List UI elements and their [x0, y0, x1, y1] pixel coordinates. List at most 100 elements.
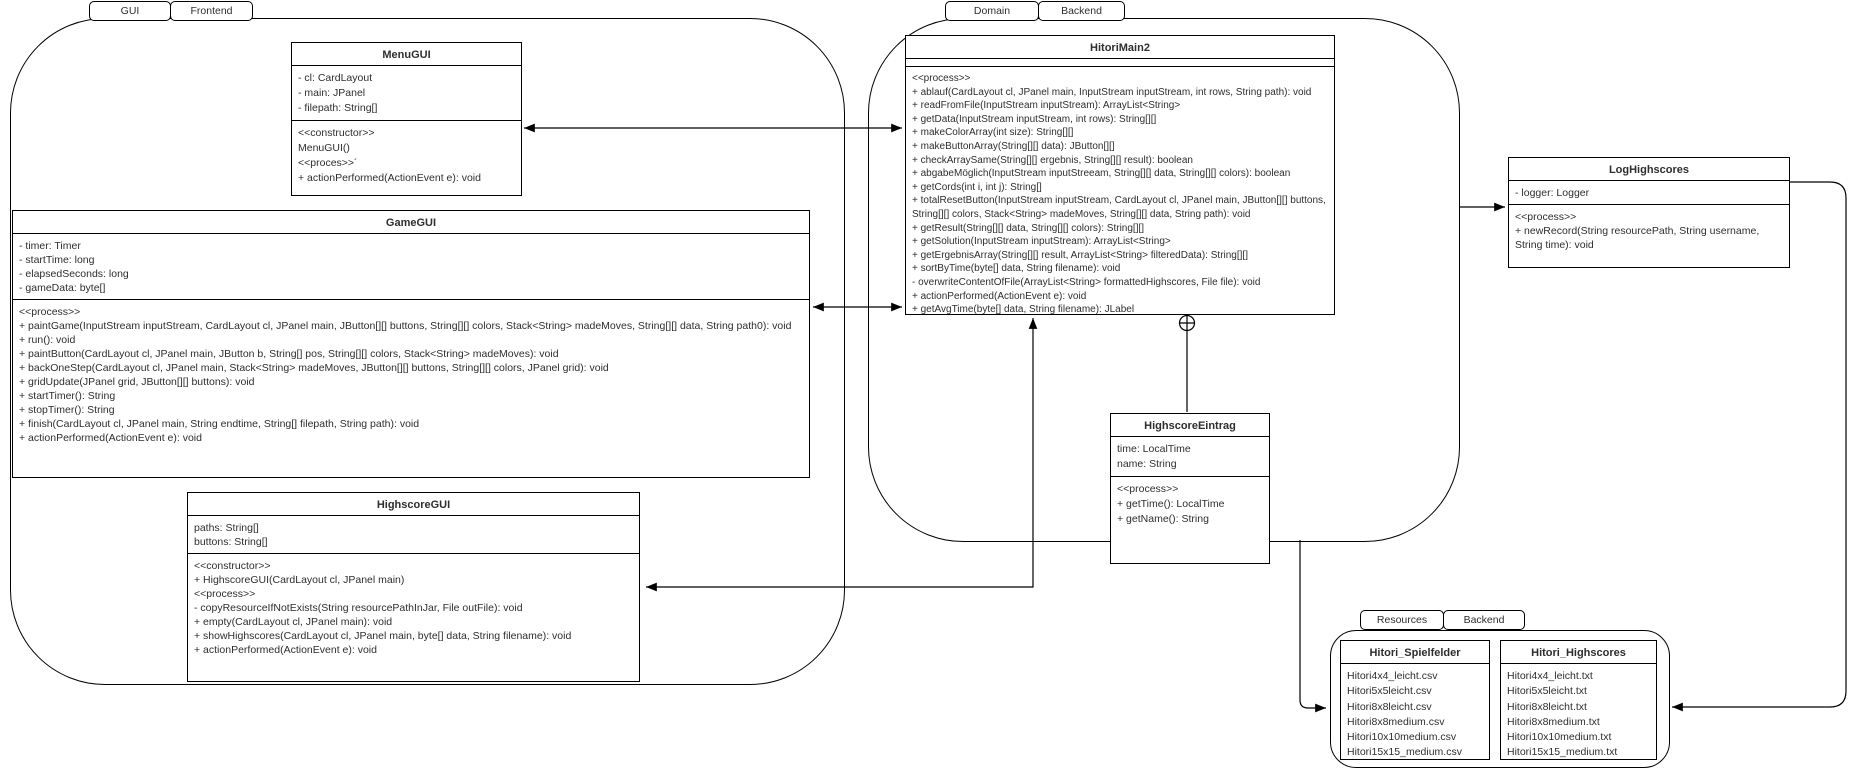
text-line: + run(): void: [19, 334, 76, 346]
text-line: + paintButton(CardLayout cl, JPanel main…: [19, 348, 559, 360]
class-title: LogHighscores: [1608, 164, 1690, 176]
text-line: - timer: Timer: [19, 240, 81, 252]
text-line: Hitori5x5leicht.txt: [1507, 685, 1587, 698]
class-loghighscores[interactable]: LogHighscores - logger: Logger <<process…: [1508, 157, 1790, 268]
text-line: - cl: CardLayout: [298, 72, 373, 84]
text-line: + readFromFile(InputStream inputStream):…: [912, 100, 1181, 112]
class-menugui[interactable]: MenuGUI - cl: CardLayout- main: JPanel- …: [291, 42, 522, 196]
text-line: Hitori8x8leicht.txt: [1507, 700, 1587, 713]
text-line: + actionPerformed(ActionEvent e): void: [19, 432, 202, 444]
class-title: Hitori_Spielfelder: [1369, 647, 1461, 659]
text-line: + stopTimer(): String: [19, 404, 115, 416]
text-line: + newRecord(String resourcePath, String …: [1515, 225, 1760, 251]
class-highscoregui[interactable]: HighscoreGUI paths: String[] buttons: Str…: [187, 492, 640, 682]
class-methods: <<constructor>> + HighscoreGUI(CardLayout…: [188, 553, 639, 681]
class-hitorimain2[interactable]: HitoriMain2 <<process>> + ablauf(CardLayo…: [905, 35, 1335, 315]
class-attributes: paths: String[] buttons: String[]: [188, 515, 639, 553]
text-line: <<constructor>>: [194, 560, 271, 572]
text-line: <<constructor>>: [298, 127, 375, 139]
class-attributes: - cl: CardLayout - main: JPanel - filepath…: [292, 65, 521, 120]
text-line: + checkArraySame(String[][] ergebnis, St…: [912, 154, 1193, 166]
text-line: + getData(InputStream inputStream, int r…: [912, 113, 1157, 125]
text-line: + backOneStep(CardLayout cl, JPanel main…: [19, 362, 609, 374]
text-line: - copyResourceIfNotExists(String resourc…: [194, 602, 523, 614]
class-methods: <<process>> + newRecord(String resourcePa…: [1509, 204, 1789, 267]
text-line: Hitori10x10medium.txt: [1507, 731, 1612, 744]
text-line: Hitori4x4_leicht.csv: [1347, 670, 1438, 682]
class-title: HighscoreGUI: [376, 499, 451, 511]
text-line: + makeColorArray(int size): String[][]: [912, 127, 1074, 139]
text-line: buttons: String[]: [194, 536, 268, 548]
package-tab-domain[interactable]: Domain: [945, 1, 1039, 21]
class-attributes: - logger: Logger: [1509, 180, 1789, 204]
text-line: <<process>>: [1117, 483, 1179, 495]
text-line: + actionPerformed(ActionEvent e): void: [912, 290, 1087, 302]
text-line: + finish(CardLayout cl, JPanel main, Str…: [19, 418, 420, 430]
package-tab-backend-2[interactable]: Backend: [1443, 610, 1525, 630]
package-tab-gui[interactable]: GUI: [89, 1, 171, 21]
class-attributes: time: LocalTime name: String: [1111, 436, 1269, 476]
class-title: HitoriMain2: [1090, 42, 1150, 54]
class-methods: <<process>>+ getTime(): LocalTime+ getNa…: [1111, 476, 1269, 563]
text-line: paths: String[]: [194, 522, 259, 534]
text-line: Hitori5x5leicht.csv: [1347, 685, 1432, 698]
text-line: <<proces>>´: [298, 157, 358, 169]
text-line: + sortByTime(byte[] data, String filenam…: [912, 263, 1121, 275]
text-line: Hitori15x15_medium.txt: [1507, 746, 1618, 759]
class-title: Hitori_Highscores: [1531, 647, 1626, 659]
text-line: + empty(CardLayout cl, JPanel main): voi…: [194, 616, 393, 628]
text-line: + actionPerformed(ActionEvent e): void: [194, 644, 377, 656]
text-line: + getCords(int i, int j): String[]: [912, 181, 1042, 193]
text-line: + abgabeMöglich(InputStream inputStreeam…: [912, 168, 1291, 180]
text-line: - startTime: long: [19, 254, 95, 266]
connector-hitorimain2-highscoregui[interactable]: [646, 318, 1038, 592]
text-line: + actionPerformed(ActionEvent e): void: [298, 172, 481, 184]
text-line: - main: JPanel: [298, 87, 366, 99]
text-line: Hitori10x10medium.csv: [1347, 731, 1457, 744]
text-line: + getResult(String[][] data, String[][] …: [912, 222, 1145, 234]
class-attributes: - timer: Timer - startTime: long - elapsed…: [13, 233, 809, 299]
text-line: <<process>>: [912, 73, 971, 84]
class-attributes: [906, 58, 1334, 66]
class-methods: <<process>> + paintGame(InputStream input…: [13, 299, 809, 477]
text-line: Hitori8x8medium.txt: [1507, 715, 1600, 728]
class-highscoreeintrag[interactable]: HighscoreEintrag time: LocalTime name: St…: [1110, 413, 1270, 564]
text-line: <<process>>: [19, 306, 81, 318]
text-line: + ablauf(CardLayout cl, JPanel main, Inp…: [912, 86, 1312, 98]
text-line: - filepath: String[]: [298, 102, 378, 114]
text-line: + getErgebnisArray(String[][] result, Ar…: [912, 249, 1248, 261]
text-line: + makeButtonArray(String[][] data): JBut…: [912, 140, 1115, 152]
class-title: MenuGUI: [382, 49, 431, 61]
text-line: + gridUpdate(JPanel grid, JButton[][] bu…: [19, 376, 255, 388]
text-line: + getAvgTime(byte[] data, String filenam…: [912, 304, 1135, 316]
text-line: time: LocalTime: [1117, 443, 1191, 455]
text-line: + startTimer(): String: [19, 390, 116, 402]
class-methods: <<constructor>>MenuGUI()<<proces>>´+ act…: [292, 120, 521, 195]
text-line: - elapsedSeconds: long: [19, 268, 129, 280]
text-line: + showHighscores(CardLayout cl, JPanel m…: [194, 630, 572, 642]
connector-loghighscores-resources-right[interactable]: [1672, 181, 1847, 712]
class-gamegui[interactable]: GameGUI - timer: Timer- startTime: long-…: [12, 210, 810, 478]
text-line: + totalResetButton(InputStream inputStre…: [912, 195, 1326, 220]
class-title: GameGUI: [385, 217, 437, 229]
package-tab-resources[interactable]: Resources: [1360, 610, 1444, 630]
text-line: Hitori15x15_medium.csv: [1347, 746, 1462, 759]
text-line: + getSolution(InputStream inputStream): …: [912, 236, 1171, 248]
text-line: Hitori8x8leicht.csv: [1347, 700, 1432, 713]
text-line: name: String: [1117, 458, 1177, 470]
class-title: HighscoreEintrag: [1144, 420, 1236, 432]
connector-domain-resources-left[interactable]: [1299, 540, 1326, 713]
text-line: <<process>>: [1515, 211, 1577, 223]
text-line: + HighscoreGUI(CardLayout cl, JPanel mai…: [194, 574, 405, 586]
text-line: + paintGame(InputStream inputStream, Car…: [19, 320, 792, 332]
text-line: Hitori8x8medium.csv: [1347, 715, 1445, 728]
text-line: + getTime(): LocalTime: [1117, 498, 1225, 510]
package-tab-frontend[interactable]: Frontend: [170, 1, 253, 21]
package-tab-backend[interactable]: Backend: [1038, 1, 1125, 21]
text-line: - gameData: byte[]: [19, 282, 106, 294]
